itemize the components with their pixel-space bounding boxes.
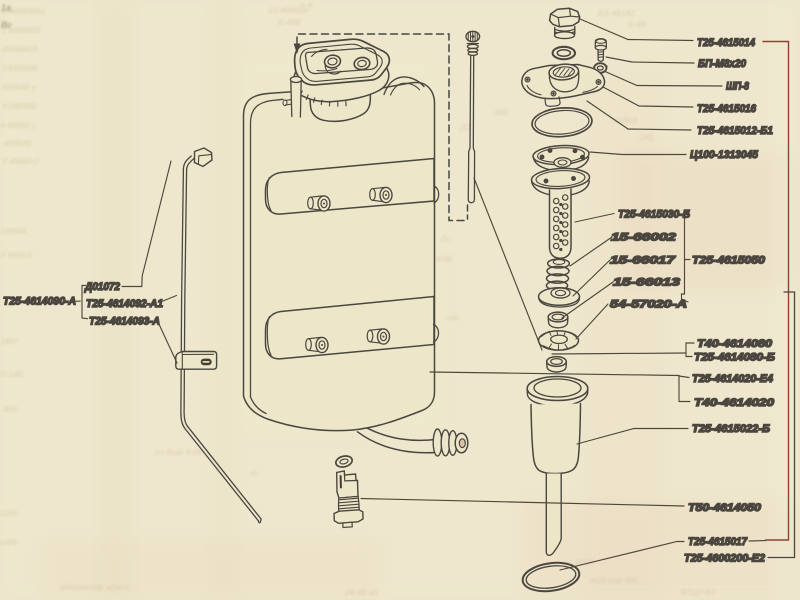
svg-text:Т25-4600200-Е2: Т25-4600200-Е2: [684, 553, 765, 565]
svg-text:Т25-4614020-Е4: Т25-4614020-Е4: [692, 373, 773, 385]
svg-text:У-066456: У-066456: [1, 102, 37, 111]
svg-text:ЗИ6: ЗИ6: [2, 405, 18, 414]
svg-text:146646: 146646: [0, 227, 27, 236]
svg-text:пшбср: пшбср: [612, 115, 638, 125]
svg-text:Т50-4614050: Т50-4614050: [688, 502, 762, 514]
svg-text:ЬШ6: ЬШ6: [0, 538, 18, 547]
svg-text:24-46 вй: 24-46 вй: [344, 587, 379, 597]
svg-text:нбтпмчйф жйвсй: нбтпмчйф жйвсй: [60, 582, 130, 592]
svg-text:241: 241: [639, 132, 654, 142]
svg-text:О-14Б: О-14Б: [0, 370, 23, 379]
svg-text:БЧВ: БЧВ: [436, 254, 453, 264]
svg-text:п-4: п-4: [300, 0, 313, 10]
svg-text:1497: 1497: [0, 337, 18, 346]
svg-text:4-46664 у: 4-46664 у: [0, 121, 37, 130]
svg-text:ДЗ: ДЗ: [459, 122, 472, 132]
svg-text:-46666415: -46666415: [0, 45, 39, 54]
svg-text:бШ: бШ: [495, 107, 508, 117]
svg-text:Т25-4615050: Т25-4615050: [692, 255, 766, 267]
svg-text:жсб-йчв 466: жсб-йчв 466: [589, 575, 638, 585]
svg-text:Т25-4615022-Б: Т25-4615022-Б: [692, 423, 770, 435]
svg-text:бПЦУ-64: бПЦУ-64: [680, 587, 715, 597]
svg-text:пч бшй 4-66: пч бшй 4-66: [155, 447, 203, 457]
svg-text:Т25-4614090-А: Т25-4614090-А: [3, 296, 76, 308]
svg-text:54-57020-А: 54-57020-А: [610, 299, 687, 311]
svg-text:-466648: -466648: [2, 139, 32, 148]
svg-text:щ 466б: щ 466б: [565, 557, 595, 567]
svg-text:Т25-4614093-А: Т25-4614093-А: [89, 316, 160, 328]
svg-text:Б-66: Б-66: [628, 19, 646, 29]
svg-text:Т25-4614092-А1: Т25-4614092-А1: [86, 298, 163, 310]
svg-text:15-66017: 15-66017: [610, 255, 676, 267]
svg-text:Ц100-1313045: Ц100-1313045: [690, 149, 759, 161]
svg-text:-666646 у: -666646 у: [0, 83, 37, 92]
svg-text:Т40-4614020: Т40-4614020: [694, 397, 775, 409]
svg-text:Т25-4615012-Б1: Т25-4615012-Б1: [697, 125, 773, 137]
svg-text:Т25-4615016: Т25-4615016: [697, 103, 757, 115]
svg-text:1185: 1185: [0, 509, 18, 518]
svg-text:15-4666йя: 15-4666йя: [268, 5, 309, 15]
svg-text:Т25-4614080-Б: Т25-4614080-Б: [694, 352, 775, 364]
svg-text:1а: 1а: [1, 3, 11, 13]
svg-text:Б-466: Б-466: [278, 17, 301, 27]
svg-text:У 46660-2: У 46660-2: [1, 157, 39, 166]
svg-text:Лч: Лч: [439, 234, 451, 244]
svg-text:Т40-4614080: Т40-4614080: [697, 338, 773, 350]
svg-text:БП-М8х20: БП-М8х20: [698, 58, 747, 70]
svg-text:Т25-4615014: Т25-4615014: [697, 37, 755, 49]
svg-text:Вг: Вг: [1, 20, 12, 30]
svg-text:15-66013: 15-66013: [613, 277, 680, 289]
svg-text:Д01072: Д01072: [84, 281, 120, 293]
svg-text:Т25-4615017: Т25-4615017: [688, 536, 748, 548]
svg-text:ШП-8: ШП-8: [726, 81, 750, 93]
svg-text:15-66002: 15-66002: [611, 232, 676, 244]
svg-text:шй: шй: [447, 312, 459, 322]
svg-text:1-4666459: 1-4666459: [2, 26, 41, 35]
svg-text:У 4660-5: У 4660-5: [0, 251, 33, 260]
svg-text:ш: ш: [250, 467, 257, 477]
svg-text:У-4666485у: У-4666485у: [1, 7, 46, 16]
svg-text:БЗ-46142: БЗ-46142: [598, 8, 635, 18]
svg-text:У4066645: У4066645: [1, 64, 39, 73]
svg-text:Т25-4615030-Б: Т25-4615030-Б: [618, 209, 690, 221]
